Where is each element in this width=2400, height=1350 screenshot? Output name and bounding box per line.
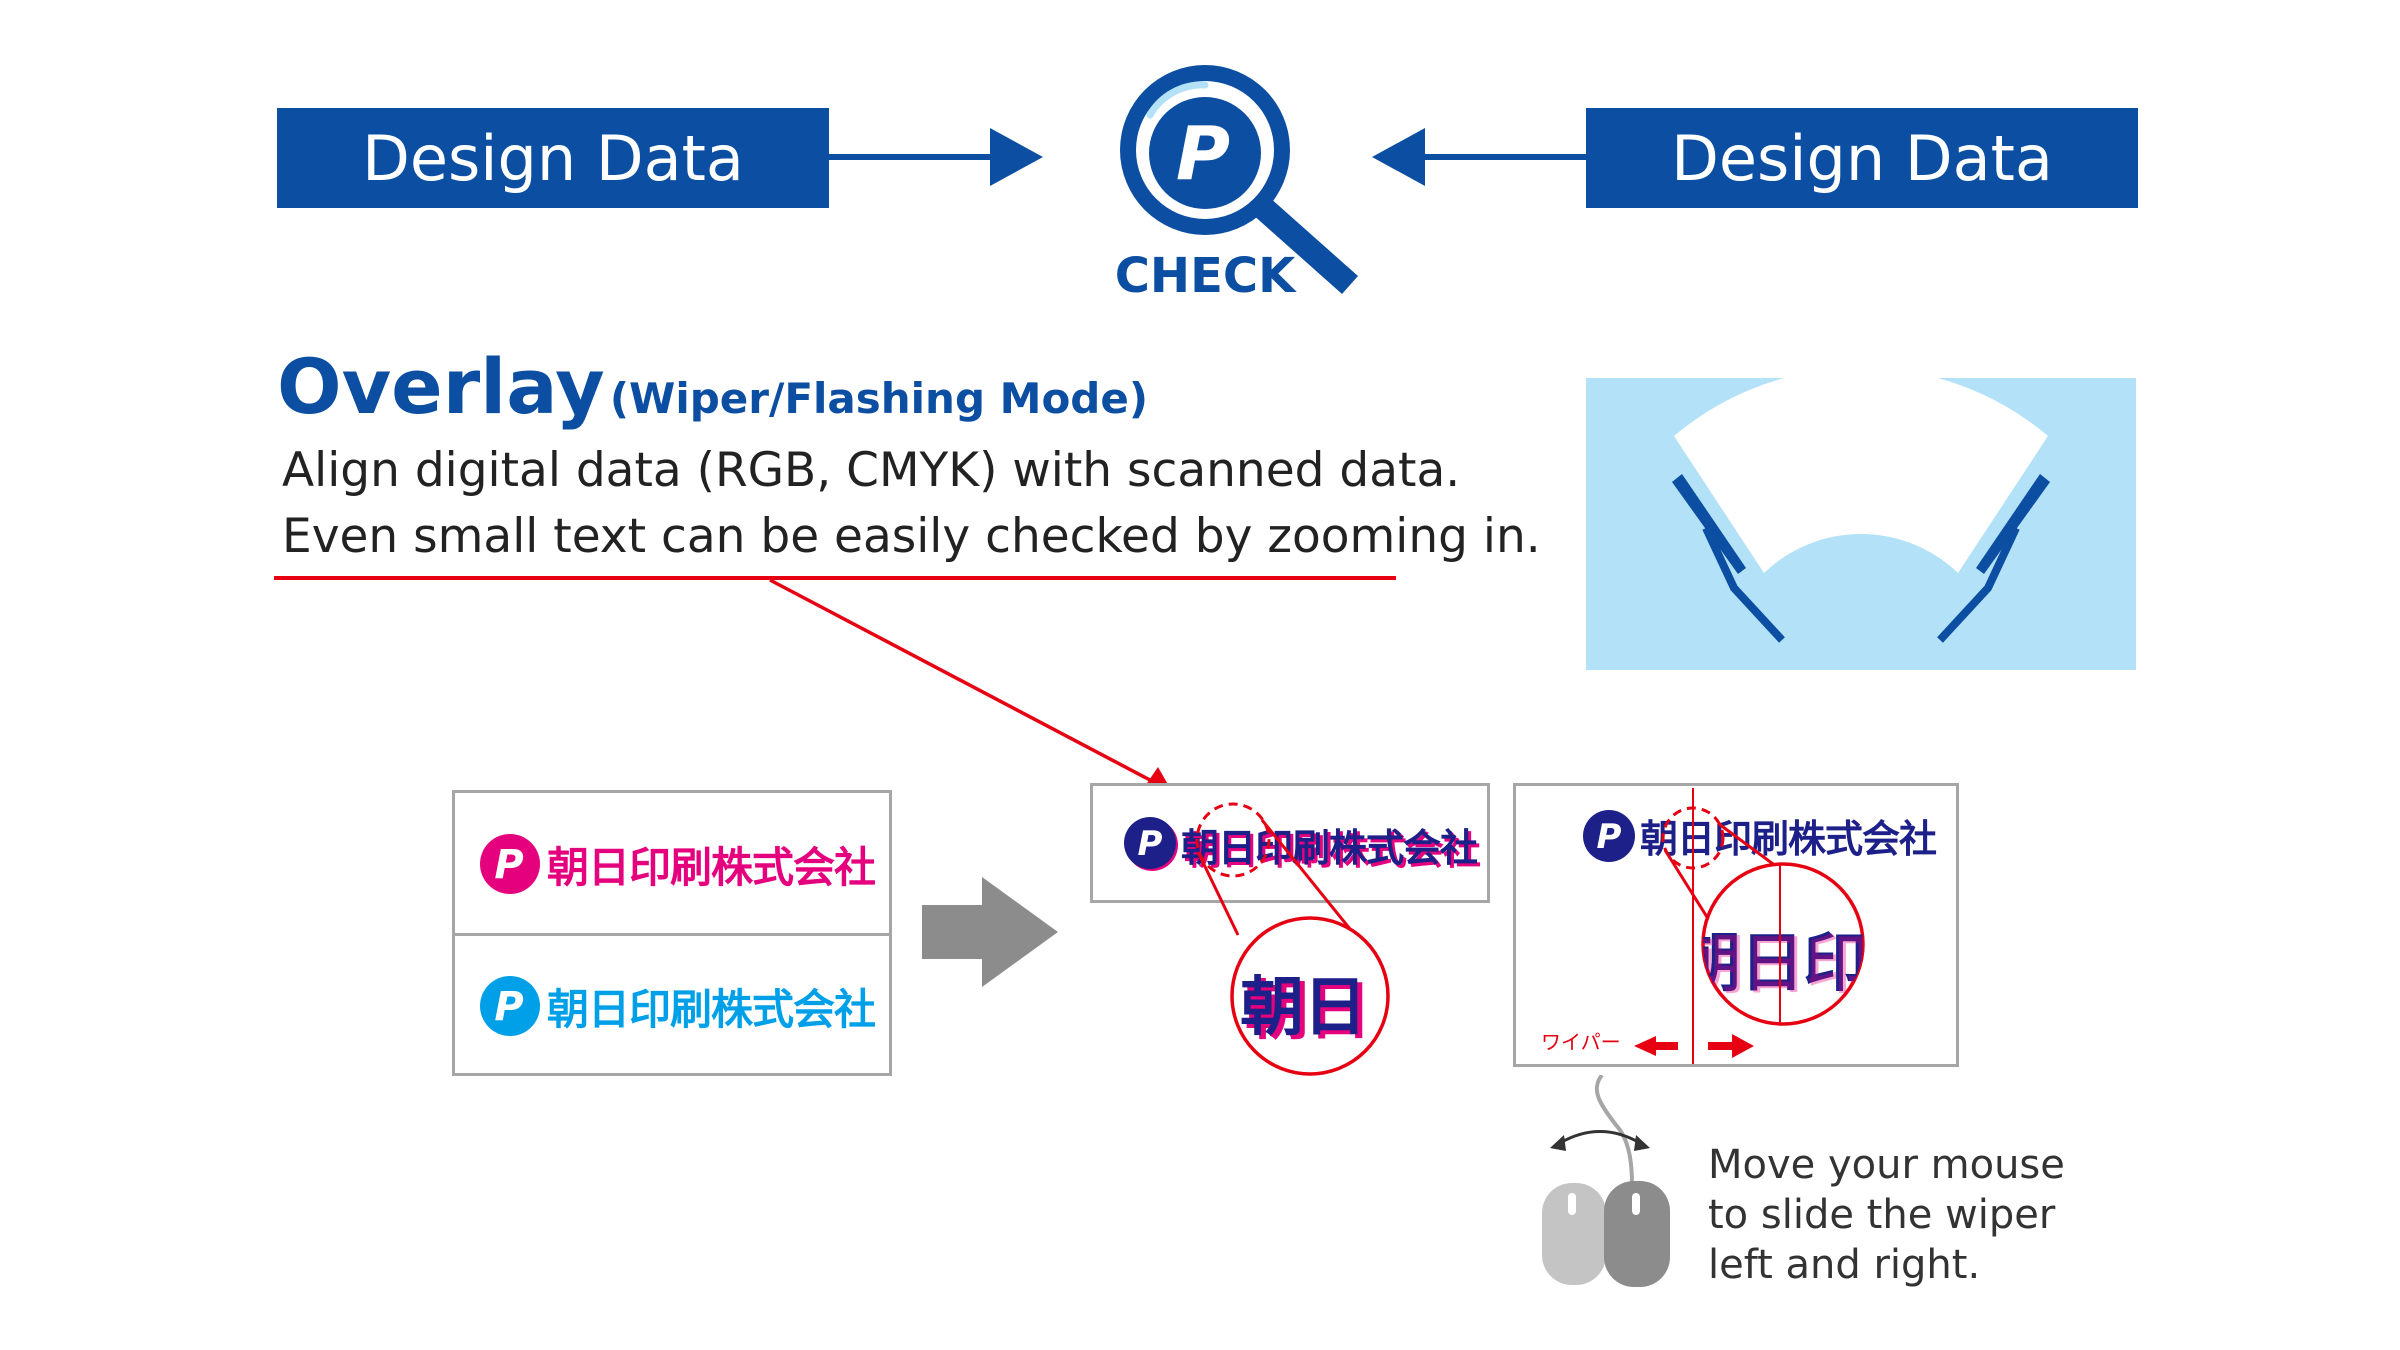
wiper-zoom-text-navy: 朝日印 — [1703, 927, 1863, 1001]
svg-text:P: P — [1138, 824, 1163, 864]
wiper-blade-right-icon — [1976, 474, 2050, 574]
swing-arrow-right-icon — [1634, 1135, 1650, 1151]
overlay-zoom-content: 朝日 朝日 — [1232, 918, 1388, 1074]
overlay-company-name-magenta: 朝日印刷株式会社 — [1184, 828, 1481, 873]
wiper-zoom-divider — [1779, 864, 1781, 1024]
wiper-arm-right-icon — [1937, 526, 2020, 643]
wiper-brand-logo-icon: P — [1583, 809, 1635, 862]
wiper-sweep-area — [1674, 378, 2048, 573]
mouse-hint-line-3: left and right. — [1708, 1242, 1981, 1288]
magenta-logo-sample: P 朝日印刷株式会社 — [479, 833, 876, 895]
overlay-zoom-text-navy: 朝日 — [1240, 971, 1367, 1045]
mouse-body — [1604, 1181, 1670, 1287]
overlay-brand-logo-icon: P — [1124, 817, 1178, 871]
mouse-swing-arc — [1559, 1130, 1641, 1145]
cyan-company-name: 朝日印刷株式会社 — [547, 984, 876, 1034]
source-samples-card: P 朝日印刷株式会社 P 朝日印刷株式会社 — [452, 790, 892, 1076]
check-magnifier-icon: P — [1120, 65, 1358, 294]
overlay-title: Overlay — [277, 342, 605, 431]
wiper-illustration — [1586, 378, 2136, 670]
overlay-result-card: P 朝日印刷株式会社 朝日印刷株式会社 — [1090, 783, 1490, 903]
design-data-box-left: Design Data — [277, 108, 829, 208]
wiper-arrow-left-icon — [1634, 1036, 1678, 1056]
overlay-logo-sample: P 朝日印刷株式会社 朝日印刷株式会社 — [1123, 816, 1481, 873]
arrow-head-left-icon — [1372, 128, 1425, 186]
swing-arrow-left-icon — [1550, 1135, 1566, 1151]
design-data-box-right: Design Data — [1586, 108, 2138, 208]
svg-text:P: P — [494, 842, 523, 888]
mouse-hint-line-1: Move your mouse — [1708, 1142, 2065, 1188]
wiper-logo-sample: P 朝日印刷株式会社 — [1582, 808, 1937, 863]
card-divider — [455, 933, 889, 936]
wiper-zoom-content: 朝日印 朝日印 — [1703, 864, 1863, 1024]
design-data-label-right: Design Data — [1671, 121, 2053, 195]
mouse-hint-text: Move your mouse to slide the wiper left … — [1708, 1140, 2065, 1290]
magenta-company-name: 朝日印刷株式会社 — [547, 842, 876, 892]
mouse-cable — [1594, 1075, 1634, 1186]
mouse-ghost-left — [1542, 1183, 1606, 1285]
cyan-brand-logo-icon: P — [480, 976, 540, 1036]
overlay-line-1: Align digital data (RGB, CMYK) with scan… — [282, 443, 1461, 498]
wiper-zoom-circle — [1701, 862, 1865, 1026]
cyan-logo-sample: P 朝日印刷株式会社 — [479, 975, 876, 1037]
wiper-zoom-text-magenta: 朝日印 — [1703, 929, 1863, 1003]
svg-text:P: P — [1597, 817, 1622, 857]
check-label: CHECK — [1114, 248, 1296, 304]
arrow-head-right-icon — [990, 128, 1043, 186]
mouse-hint-line-2: to slide the wiper — [1708, 1192, 2056, 1238]
overlay-company-name-navy: 朝日印刷株式会社 — [1181, 825, 1478, 870]
red-pointer-line — [769, 578, 1151, 782]
design-data-label-left: Design Data — [362, 121, 744, 195]
overlay-subtitle: (Wiper/Flashing Mode) — [609, 374, 1149, 423]
mouse-icon — [1542, 1075, 1670, 1287]
svg-text:P: P — [494, 984, 523, 1030]
wiper-arrow-right-icon — [1708, 1034, 1754, 1058]
wiper-label: ワイパー — [1541, 1030, 1621, 1054]
magenta-brand-logo-icon: P — [480, 834, 540, 894]
overlay-focus-dashed-circle — [1195, 802, 1271, 878]
wiper-focus-dashed-circle — [1661, 806, 1725, 870]
brand-p-glyph-icon: P — [1176, 111, 1230, 197]
gray-right-arrow-icon — [922, 877, 1058, 987]
overlay-heading: Overlay (Wiper/Flashing Mode) — [277, 342, 1148, 431]
overlay-zoom-circle — [1230, 916, 1390, 1076]
overlay-description: Align digital data (RGB, CMYK) with scan… — [282, 438, 1541, 570]
wiper-company-name: 朝日印刷株式会社 — [1640, 817, 1937, 861]
wiper-blade-left-icon — [1672, 474, 1746, 574]
overlay-zoom-text-magenta: 朝日 — [1245, 975, 1372, 1049]
top-arrows — [829, 128, 1586, 186]
overlay-line-2: Even small text can be easily checked by… — [282, 509, 1541, 564]
overlay-company-name-group: 朝日印刷株式会社 朝日印刷株式会社 — [1181, 817, 1481, 873]
wiper-arm-left-icon — [1702, 526, 1785, 643]
